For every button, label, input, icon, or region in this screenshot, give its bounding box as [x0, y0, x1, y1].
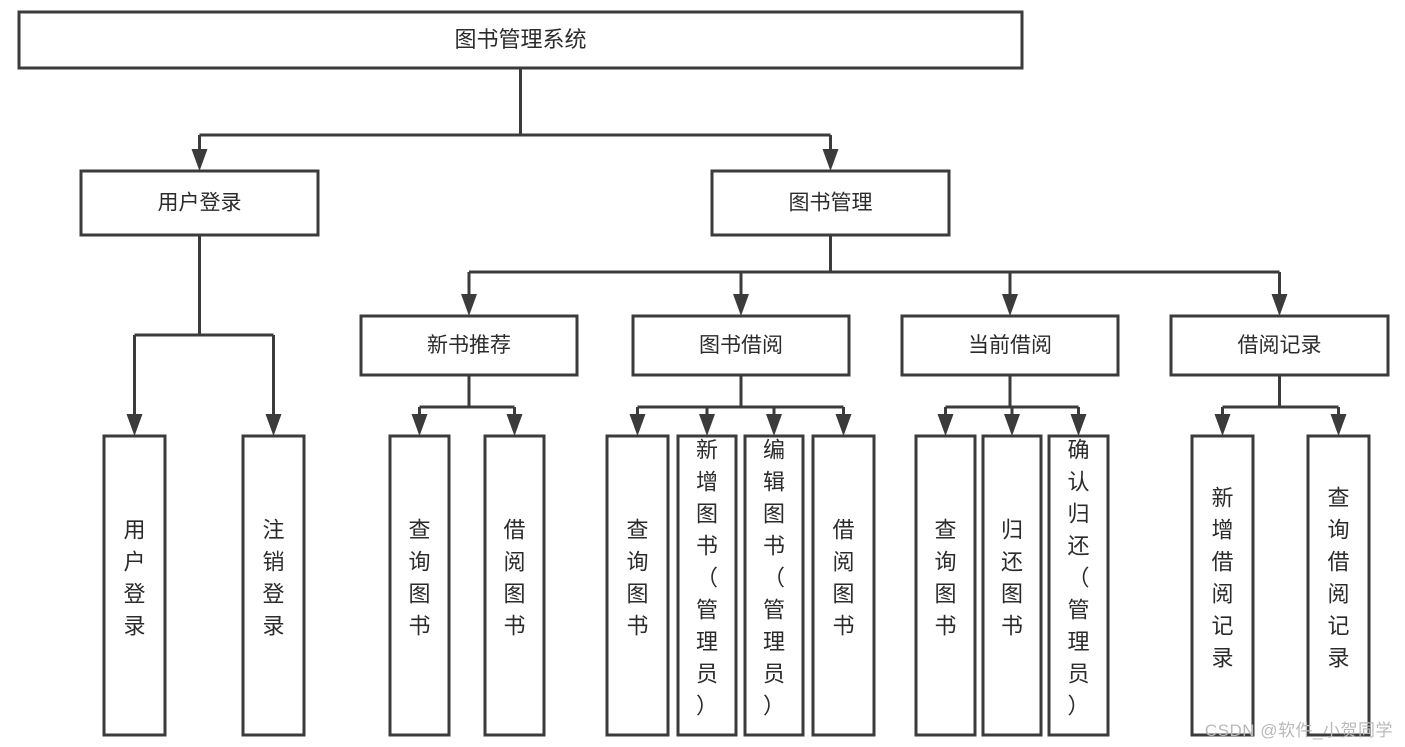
- node-label-cb-query-book: 查询图书: [934, 518, 956, 639]
- node-nb-query-book[interactable]: 查询图书: [388, 434, 451, 737]
- node-borrow-records[interactable]: 借阅记录: [1169, 314, 1390, 377]
- arrow-current-borrow-cb-return-book-head: [1004, 414, 1020, 436]
- arrow-new-book-recommend-nb-query-book-head: [411, 414, 428, 436]
- node-label-br-add-record: 新增借阅记录: [1211, 486, 1233, 671]
- node-book-borrow[interactable]: 图书借阅: [631, 314, 851, 377]
- arrow-root-book-management-head: [822, 149, 839, 171]
- node-box-cb-confirm-return: [1047, 434, 1110, 737]
- node-bb-query-book[interactable]: 查询图书: [605, 434, 670, 737]
- node-layer: 图书管理系统用户登录用户登录注销登录图书管理新书推荐查询图书借阅图书图书借阅查询…: [17, 10, 1390, 737]
- node-label-current-borrow: 当前借阅: [968, 334, 1052, 357]
- arrow-borrow-records-br-add-record-head: [1214, 414, 1231, 436]
- node-box-bb-borrow-book: [811, 434, 876, 737]
- arrow-book-management-current-borrow-head: [1002, 294, 1018, 316]
- node-label-book-borrow: 图书借阅: [699, 334, 783, 357]
- node-box-user-login-leaf: [102, 434, 167, 737]
- node-br-add-record[interactable]: 新增借阅记录: [1190, 434, 1255, 737]
- node-box-root: [17, 10, 1024, 70]
- node-br-query-record[interactable]: 查询借阅记录: [1306, 434, 1371, 737]
- node-box-cb-return-book: [981, 434, 1043, 737]
- arrow-user-login-user-login-leaf-head: [126, 414, 143, 436]
- node-root[interactable]: 图书管理系统: [17, 10, 1024, 70]
- node-user-logout-leaf[interactable]: 注销登录: [241, 434, 306, 737]
- node-box-nb-query-book: [388, 434, 451, 737]
- node-user-login-leaf[interactable]: 用户登录: [102, 434, 167, 737]
- node-label-bb-borrow-book: 借阅图书: [832, 518, 854, 639]
- connector-layer: [126, 68, 1347, 436]
- node-label-nb-query-book: 查询图书: [408, 518, 430, 639]
- node-label-user-login: 用户登录: [158, 192, 242, 215]
- node-label-bb-query-book: 查询图书: [626, 518, 648, 639]
- node-label-book-management: 图书管理: [789, 192, 873, 215]
- arrow-current-borrow-cb-query-book-head: [937, 414, 954, 436]
- node-label-user-login-leaf: 用户登录: [123, 518, 145, 639]
- arrow-root-user-login-head: [191, 149, 208, 171]
- node-bb-edit-book[interactable]: 编辑图书（管理员）: [743, 434, 805, 737]
- arrow-current-borrow-cb-confirm-return-head: [1070, 414, 1087, 436]
- node-book-management[interactable]: 图书管理: [710, 169, 951, 237]
- node-box-br-add-record: [1190, 434, 1255, 737]
- arrow-borrow-records-br-query-record-head: [1330, 414, 1347, 436]
- node-box-current-borrow: [900, 314, 1120, 377]
- node-label-bb-edit-book: 编辑图书（管理员）: [763, 438, 785, 719]
- node-nb-borrow-book[interactable]: 借阅图书: [483, 434, 546, 737]
- node-box-cb-query-book: [914, 434, 977, 737]
- arrow-book-management-book-borrow-head: [733, 294, 749, 316]
- node-box-bb-add-book: [676, 434, 738, 737]
- arrow-book-management-borrow-records-head: [1271, 294, 1288, 316]
- node-box-user-logout-leaf: [241, 434, 306, 737]
- node-user-login[interactable]: 用户登录: [79, 169, 320, 237]
- node-label-root: 图书管理系统: [454, 27, 586, 52]
- node-box-book-borrow: [631, 314, 851, 377]
- node-label-borrow-records: 借阅记录: [1238, 334, 1322, 357]
- arrow-new-book-recommend-nb-borrow-book-head: [506, 414, 523, 436]
- node-label-nb-borrow-book: 借阅图书: [503, 518, 525, 639]
- node-cb-return-book[interactable]: 归还图书: [981, 434, 1043, 737]
- arrow-book-borrow-bb-query-book-head: [629, 414, 646, 436]
- node-current-borrow[interactable]: 当前借阅: [900, 314, 1120, 377]
- node-box-user-login: [79, 169, 320, 237]
- node-label-br-query-record: 查询借阅记录: [1327, 486, 1349, 671]
- node-box-bb-edit-book: [743, 434, 805, 737]
- arrow-book-management-new-book-recommend-head: [461, 294, 477, 316]
- node-box-br-query-record: [1306, 434, 1371, 737]
- node-label-user-logout-leaf: 注销登录: [262, 518, 284, 639]
- watermark-text: CSDN @软件_小贺同学: [1204, 721, 1393, 740]
- arrow-book-borrow-bb-borrow-book-head: [835, 414, 852, 436]
- arrow-book-borrow-bb-add-book-head: [699, 414, 715, 436]
- node-box-nb-borrow-book: [483, 434, 546, 737]
- node-new-book-recommend[interactable]: 新书推荐: [359, 314, 579, 377]
- node-box-bb-query-book: [605, 434, 670, 737]
- node-box-borrow-records: [1169, 314, 1390, 377]
- node-bb-borrow-book[interactable]: 借阅图书: [811, 434, 876, 737]
- node-label-new-book-recommend: 新书推荐: [427, 334, 511, 357]
- node-label-cb-confirm-return: 确认归还（管理员）: [1067, 438, 1089, 719]
- node-bb-add-book[interactable]: 新增图书（管理员）: [676, 434, 738, 737]
- node-cb-query-book[interactable]: 查询图书: [914, 434, 977, 737]
- arrow-book-borrow-bb-edit-book-head: [766, 414, 782, 436]
- node-box-book-management: [710, 169, 951, 237]
- arrow-user-login-user-logout-leaf-head: [265, 414, 282, 436]
- node-label-bb-add-book: 新增图书（管理员）: [696, 438, 718, 719]
- node-label-cb-return-book: 归还图书: [1001, 518, 1023, 639]
- node-box-new-book-recommend: [359, 314, 579, 377]
- node-cb-confirm-return[interactable]: 确认归还（管理员）: [1047, 434, 1110, 737]
